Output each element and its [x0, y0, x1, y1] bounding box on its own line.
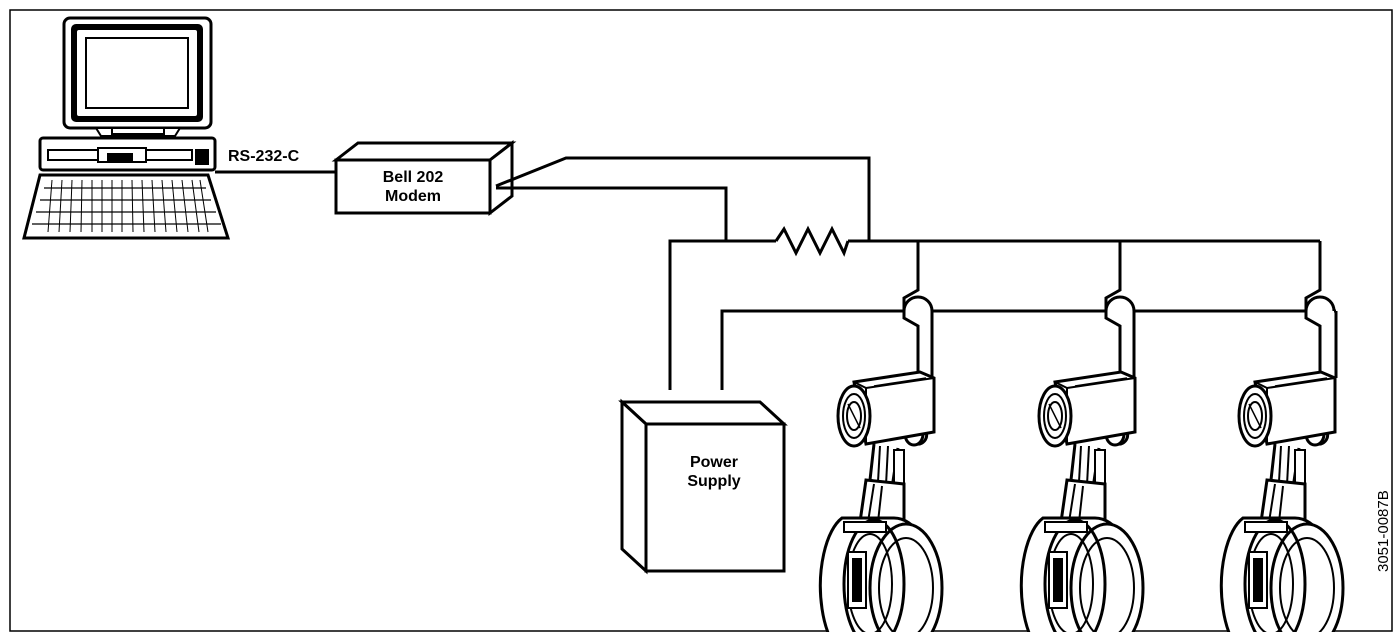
- rs232-label: RS-232-C: [228, 148, 300, 165]
- modem-label-line1: Bell 202: [383, 169, 444, 186]
- flowmeter-icon: [1019, 370, 1145, 637]
- power-supply-label-line2: Supply: [687, 473, 740, 490]
- flowmeter-icon: [1219, 370, 1345, 637]
- loop-wiring: [495, 156, 1338, 390]
- flowmeter-icon: [818, 370, 944, 637]
- power-supply-label-line1: Power: [690, 454, 738, 471]
- computer-icon: [22, 16, 231, 240]
- figure-code: 3051-0087B: [1375, 490, 1392, 572]
- power-supply-box: [618, 398, 788, 575]
- modem-label-line2: Modem: [385, 188, 441, 205]
- modem-box: [331, 139, 517, 217]
- figure-border: [9, 9, 1393, 632]
